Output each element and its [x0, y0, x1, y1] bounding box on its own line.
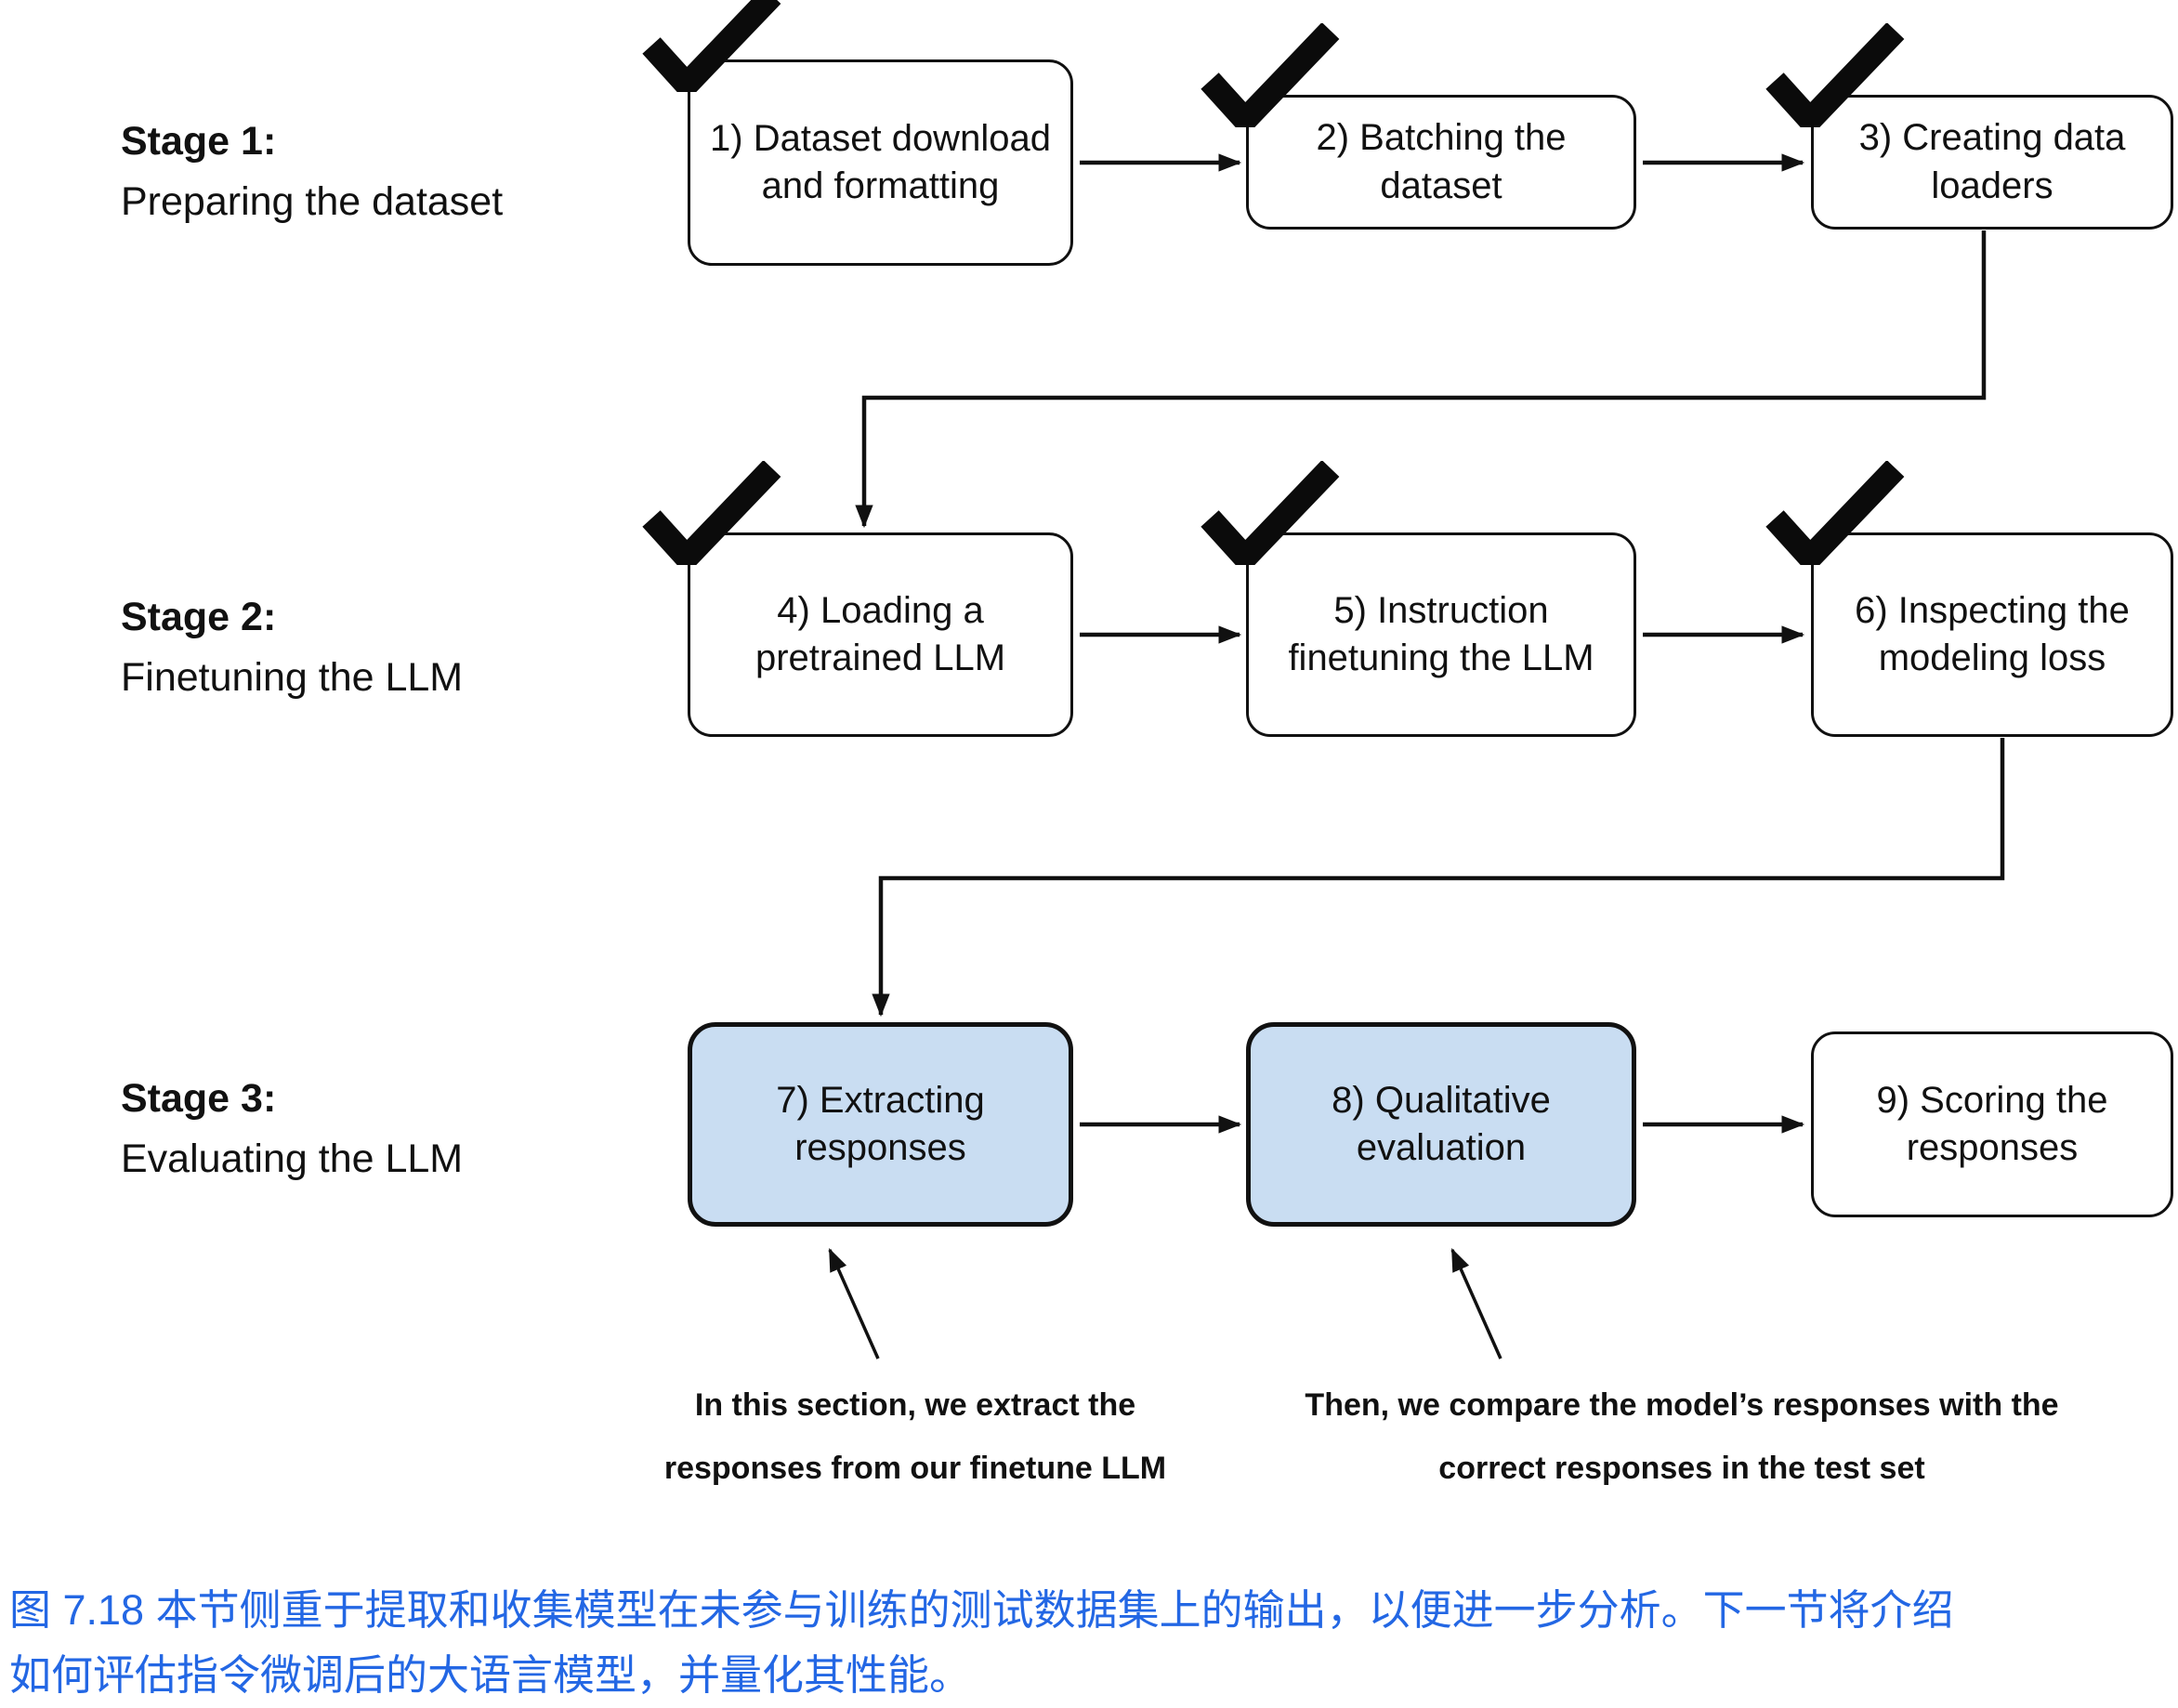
step-box-6-label: 6) Inspecting the modeling loss [1855, 589, 2130, 678]
stage-1-description: Preparing the dataset [121, 178, 504, 224]
checkmark-icon [1201, 461, 1340, 565]
stage-2: Stage 2: Finetuning the LLM [121, 587, 463, 707]
stage-1: Stage 1: Preparing the dataset [121, 112, 503, 231]
step-box-2-label: 2) Batching the dataset [1316, 117, 1567, 206]
figure-caption: 图 7.18 本节侧重于提取和收集模型在未参与训练的测试数据集上的输出，以便进一… [9, 1578, 1954, 1708]
stage-3-description: Evaluating the LLM [121, 1136, 464, 1181]
step-box-2: 2) Batching the dataset [1201, 23, 1636, 230]
step-box-1-label: 1) Dataset download and formatting [710, 117, 1051, 206]
checkmark-icon [1765, 23, 1905, 127]
figure-caption-line-2: 如何评估指令微调后的大语言模型，并量化其性能。 [9, 1650, 972, 1699]
stage-2-label: Stage 2: [121, 595, 277, 639]
step-box-4: 4) Loading a pretrained LLM [642, 461, 1073, 737]
step-box-4-label: 4) Loading a pretrained LLM [754, 589, 1006, 678]
step-box-3-label: 3) Creating data loaders [1858, 117, 2126, 206]
annotation-arrow-box7 [828, 1248, 880, 1360]
step-box-7-label: 7) Extracting responses [776, 1079, 985, 1168]
stage-2-description: Finetuning the LLM [121, 654, 464, 700]
step-box-6: 6) Inspecting the modeling loss [1765, 461, 2173, 737]
figure-caption-line-1: 图 7.18 本节侧重于提取和收集模型在未参与训练的测试数据集上的输出，以便进一… [9, 1586, 1954, 1634]
checkmark-icon [642, 461, 781, 565]
step-box-3: 3) Creating data loaders [1765, 23, 2173, 230]
step-box-5: 5) Instruction finetuning the LLM [1201, 461, 1636, 737]
step-box-8: 8) Qualitative evaluation [1246, 1022, 1636, 1227]
annotation-extract-responses: In this section, we extract the response… [663, 1387, 1167, 1486]
step-box-7: 7) Extracting responses [688, 1022, 1073, 1227]
step-box-9: 9) Scoring the responses [1811, 1031, 2173, 1217]
stage-1-label: Stage 1: [121, 119, 277, 164]
stage-3-label: Stage 3: [121, 1076, 277, 1121]
step-box-8-label: 8) Qualitative evaluation [1332, 1079, 1551, 1168]
elbow-arrow-box6-box7 [872, 738, 2005, 1018]
step-box-5-label: 5) Instruction finetuning the LLM [1288, 589, 1594, 678]
checkmark-icon [642, 0, 781, 92]
stage-3: Stage 3: Evaluating the LLM [121, 1069, 463, 1189]
annotation-arrow-box8 [1450, 1248, 1502, 1360]
step-box-9-label: 9) Scoring the responses [1876, 1079, 2108, 1168]
checkmark-icon [1765, 461, 1905, 565]
step-box-1: 1) Dataset download and formatting [642, 0, 1073, 266]
checkmark-icon [1201, 23, 1340, 127]
annotation-compare-responses: Then, we compare the model’s responses w… [1305, 1387, 2059, 1486]
